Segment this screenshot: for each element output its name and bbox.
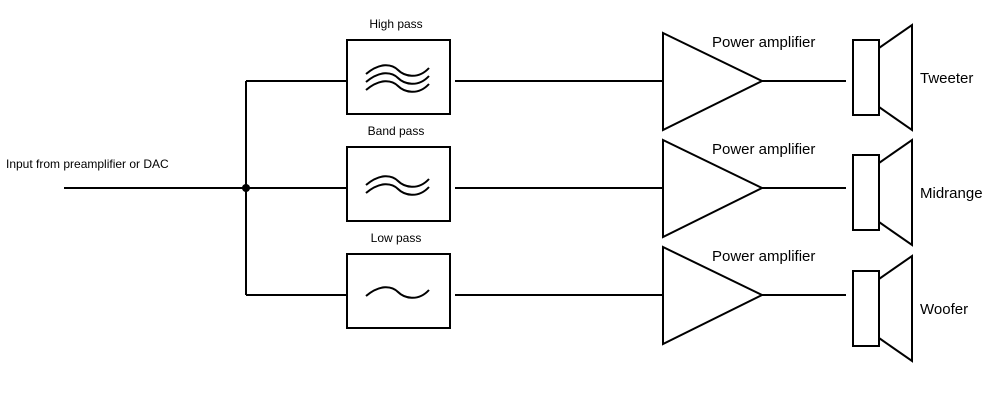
- wave-icon: [365, 183, 430, 196]
- wave-icon: [365, 286, 430, 299]
- speaker-label: Tweeter: [920, 70, 973, 87]
- wave-icon: [365, 72, 430, 85]
- speaker-cone-icon: [878, 23, 913, 132]
- filter-label: High pass: [369, 17, 422, 31]
- speaker-cone-icon: [878, 254, 913, 363]
- speaker-magnet: [852, 154, 880, 231]
- amplifier-triangle: [662, 31, 765, 132]
- amplifier-label: Power amplifier: [712, 34, 815, 51]
- filter-label: Band pass: [368, 124, 425, 138]
- speaker-magnet: [852, 39, 880, 116]
- filter-box: [346, 39, 451, 115]
- amplifier-triangle: [662, 245, 765, 346]
- speaker-magnet: [852, 270, 880, 347]
- filter-box: [346, 146, 451, 222]
- filter-label: Low pass: [371, 231, 422, 245]
- speaker-label: Woofer: [920, 301, 968, 318]
- wave-icon: [365, 175, 430, 188]
- amplifier-triangle: [662, 138, 765, 239]
- speaker-label: Midrange: [920, 185, 983, 202]
- wave-icon: [365, 80, 430, 93]
- speaker-cone-icon: [878, 138, 913, 247]
- filter-box: [346, 253, 451, 329]
- amplifier-label: Power amplifier: [712, 141, 815, 158]
- input-label: Input from preamplifier or DAC: [6, 157, 169, 171]
- amplifier-label: Power amplifier: [712, 248, 815, 265]
- wave-icon: [365, 64, 430, 77]
